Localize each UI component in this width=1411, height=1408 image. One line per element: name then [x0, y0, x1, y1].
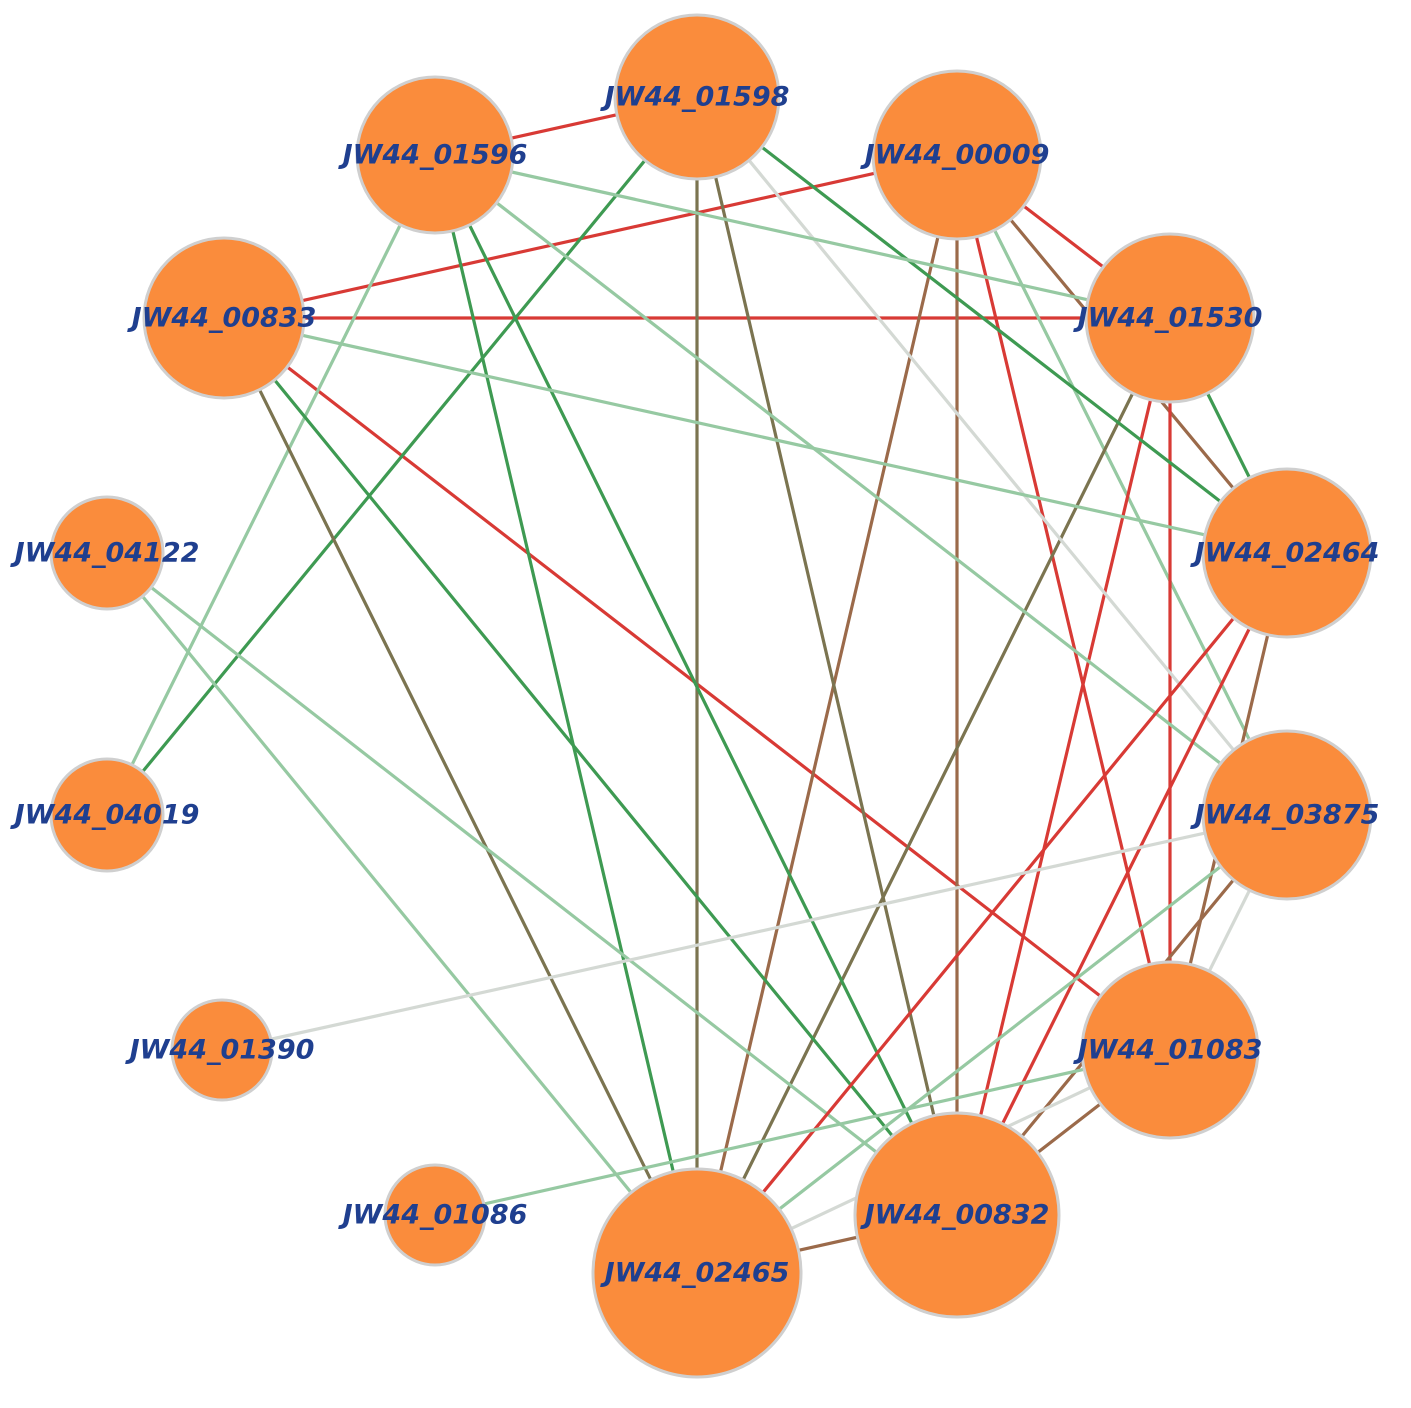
node-circle[interactable] — [170, 998, 274, 1102]
node-label: JW44_01083 — [1073, 1035, 1263, 1066]
node-circle[interactable] — [1084, 232, 1256, 404]
node-circle[interactable] — [383, 1163, 487, 1267]
edge-n03875-n02465 — [695, 813, 1289, 1275]
node-label: JW44_01530 — [1073, 303, 1263, 334]
node-circle[interactable] — [1080, 960, 1260, 1140]
edge-n01596-n01530 — [433, 153, 1172, 320]
node-JW44_04122[interactable]: JW44_04122 — [10, 495, 200, 611]
edge-n01596-n02465 — [433, 153, 699, 1275]
node-circle[interactable] — [142, 236, 306, 400]
node-label: JW44_04019 — [10, 800, 200, 831]
node-label: JW44_01598 — [600, 82, 790, 113]
node-JW44_00009[interactable]: JW44_00009 — [860, 69, 1050, 241]
node-circle[interactable] — [49, 495, 165, 611]
node-label: JW44_02464 — [1190, 538, 1380, 569]
edge-n01530-n02465 — [695, 316, 1172, 1275]
node-circle[interactable] — [591, 1167, 803, 1379]
node-JW44_00832[interactable]: JW44_00832 — [853, 1111, 1061, 1319]
node-circle[interactable] — [1201, 729, 1373, 901]
node-circle[interactable] — [355, 75, 515, 235]
edge-n02464-n02465 — [695, 551, 1289, 1275]
edge-n01390-n03875 — [220, 813, 1289, 1052]
edge-n01596-n03875 — [433, 153, 1289, 817]
edge-n00833-n00009 — [222, 153, 959, 320]
node-circle[interactable] — [871, 69, 1043, 241]
node-JW44_01598[interactable]: JW44_01598 — [600, 13, 790, 181]
node-JW44_02464[interactable]: JW44_02464 — [1190, 467, 1380, 639]
node-label: JW44_00833 — [127, 303, 317, 334]
node-label: JW44_03875 — [1190, 800, 1380, 831]
node-JW44_01530[interactable]: JW44_01530 — [1073, 232, 1263, 404]
edge-n04122-n00832 — [105, 551, 959, 1217]
edge-n01596-n00832 — [433, 153, 959, 1217]
node-label: JW44_01390 — [125, 1035, 315, 1066]
node-JW44_04019[interactable]: JW44_04019 — [10, 757, 200, 873]
edge-n01598-n04019 — [105, 95, 699, 817]
edge-n01596-n04019 — [105, 153, 437, 817]
edge-n00009-n03875 — [955, 153, 1289, 817]
edge-n00833-n02464 — [222, 316, 1289, 555]
edge-n01530-n00832 — [955, 316, 1172, 1217]
node-JW44_01596[interactable]: JW44_01596 — [338, 75, 528, 235]
edge-n00833-n00832 — [222, 316, 959, 1217]
node-label: JW44_00009 — [860, 140, 1050, 171]
edge-n00009-n02465 — [695, 153, 959, 1275]
node-label: JW44_04122 — [10, 538, 200, 569]
edge-n00833-n02465 — [222, 316, 699, 1275]
edge-n04122-n02465 — [105, 551, 699, 1275]
node-JW44_03875[interactable]: JW44_03875 — [1190, 729, 1380, 901]
node-JW44_01086[interactable]: JW44_01086 — [338, 1163, 528, 1267]
edge-n01598-n03875 — [695, 95, 1289, 817]
node-label: JW44_01086 — [338, 1200, 528, 1231]
node-circle[interactable] — [853, 1111, 1061, 1319]
edge-n01598-n02464 — [695, 95, 1289, 555]
edge-n01086-n01083 — [433, 1048, 1172, 1217]
node-JW44_01083[interactable]: JW44_01083 — [1073, 960, 1263, 1140]
node-label: JW44_02465 — [600, 1258, 790, 1289]
node-JW44_02465[interactable]: JW44_02465 — [591, 1167, 803, 1379]
edge-n00009-n01083 — [955, 153, 1172, 1052]
node-circle[interactable] — [1201, 467, 1373, 639]
node-circle[interactable] — [613, 13, 781, 181]
node-JW44_00833[interactable]: JW44_00833 — [127, 236, 317, 400]
node-label: JW44_00832 — [860, 1200, 1050, 1231]
node-circle[interactable] — [49, 757, 165, 873]
edge-n02464-n00832 — [955, 551, 1289, 1217]
node-label: JW44_01596 — [338, 140, 528, 171]
node-JW44_01390[interactable]: JW44_01390 — [125, 998, 315, 1102]
edge-n01598-n00832 — [695, 95, 959, 1217]
